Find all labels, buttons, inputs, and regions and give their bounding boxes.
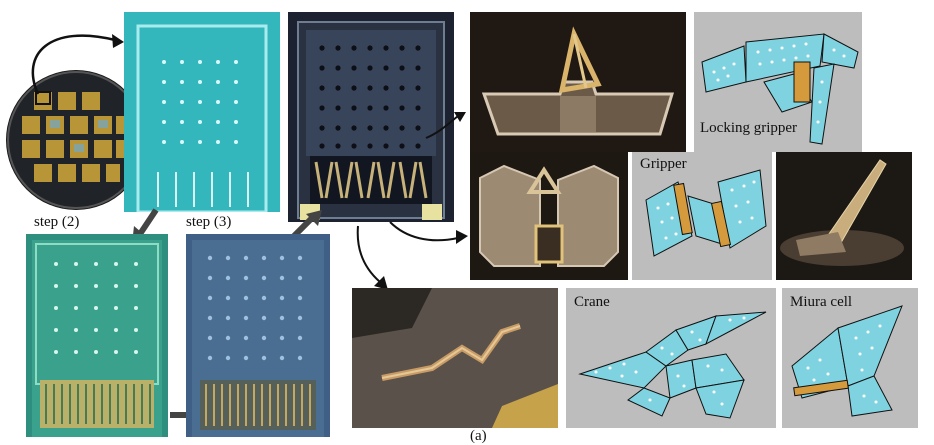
crane-label: Crane xyxy=(574,294,610,310)
curved-arrow-icon xyxy=(356,112,468,290)
teal-chip-photo xyxy=(124,12,280,212)
miura-cell-label: Miura cell xyxy=(790,294,853,310)
locking-gripper-label: Locking gripper xyxy=(700,120,798,136)
miura-cell-schematic xyxy=(782,288,918,428)
gripper-schematic-art xyxy=(645,169,767,257)
locking-gripper-schematic xyxy=(694,12,862,152)
crane-photo xyxy=(352,288,558,428)
crane-photo-art xyxy=(352,288,558,428)
step3-label: step (3) xyxy=(186,214,232,230)
gripper-side-photo xyxy=(776,152,912,280)
green-chip-photo xyxy=(26,234,168,437)
step2-label: step (2) xyxy=(34,214,80,230)
locking-gripper-photo-art xyxy=(470,12,686,152)
gripper-side-photo-art xyxy=(780,159,904,266)
curved-arrow-icon xyxy=(31,34,124,95)
gripper-photo xyxy=(470,152,628,280)
gripper-photo-art xyxy=(479,164,619,267)
gripper-schematic xyxy=(632,152,772,280)
green-chip-pattern xyxy=(32,240,162,437)
crane-schematic-art xyxy=(578,311,767,419)
miura-cell-schematic-art xyxy=(791,305,903,417)
crane-schematic xyxy=(566,288,776,428)
gripper-label: Gripper xyxy=(640,156,687,172)
locking-gripper-schematic-art xyxy=(701,33,859,145)
locking-gripper-photo xyxy=(470,12,686,152)
teal-chip-pattern xyxy=(136,24,268,212)
dark-chip-photo xyxy=(288,12,454,222)
blue-chip-pattern xyxy=(192,240,324,437)
blue-chip-photo xyxy=(186,234,330,437)
dark-chip-pattern xyxy=(297,21,445,220)
